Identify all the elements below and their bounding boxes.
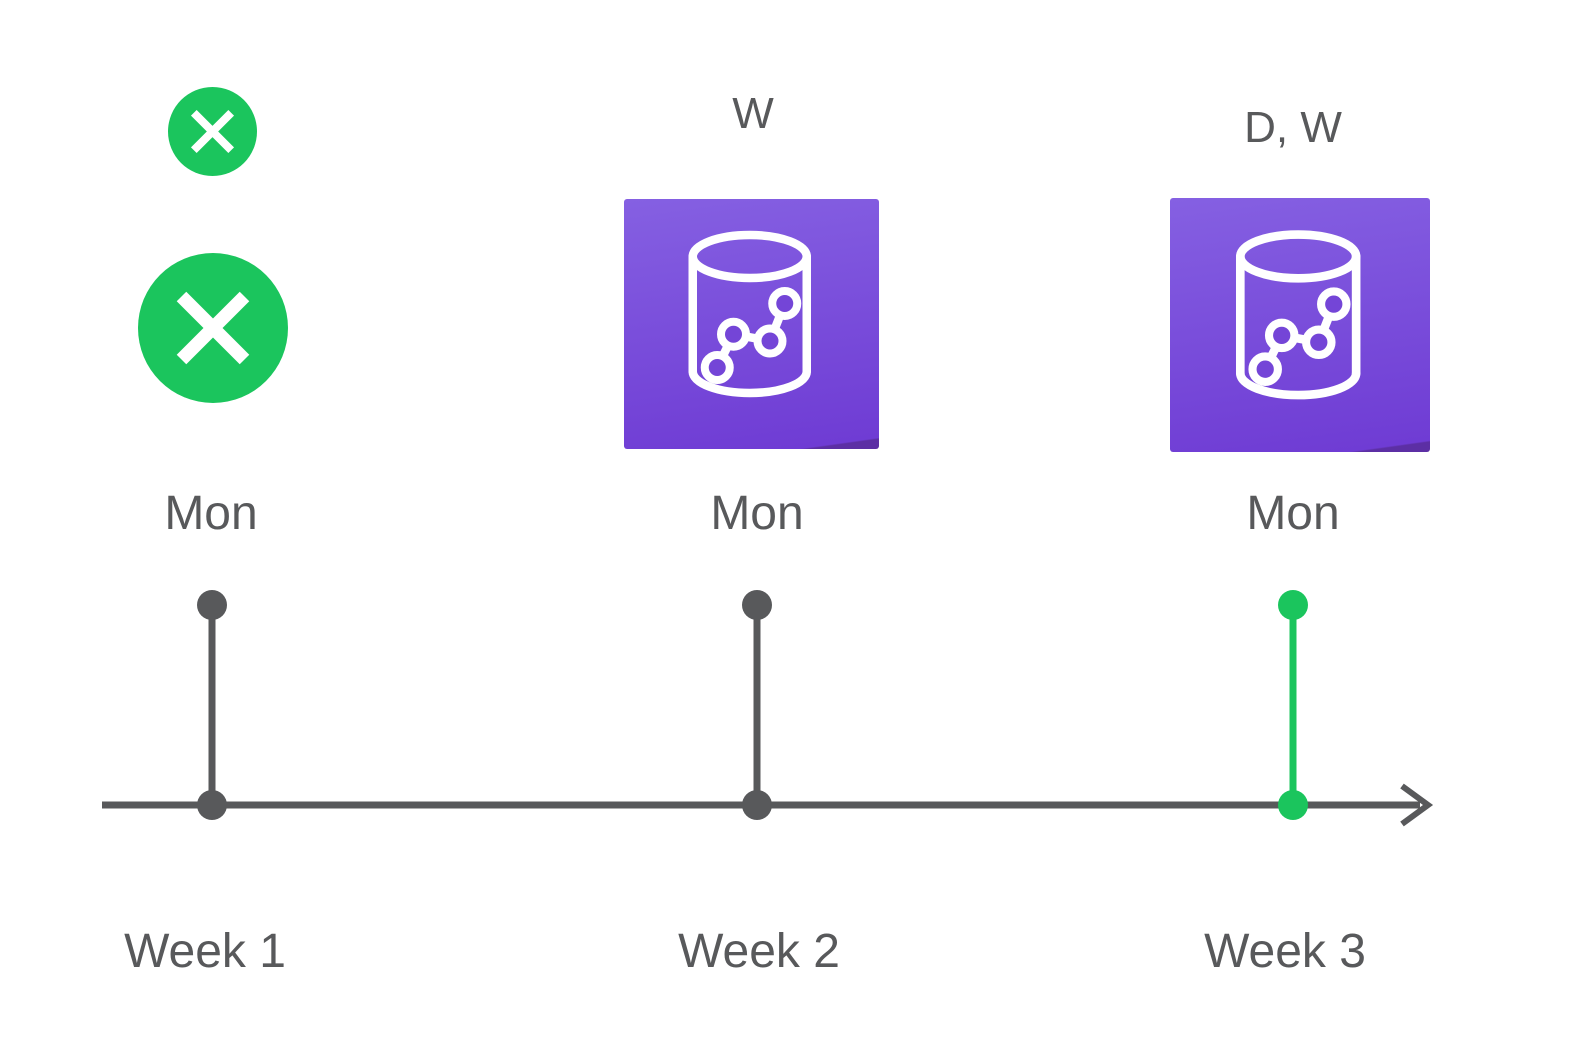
week3-marker xyxy=(1278,590,1308,820)
week2-marker xyxy=(742,590,772,820)
week1-day-label: Mon xyxy=(164,487,258,540)
database-chart-icon xyxy=(1170,198,1430,452)
x-mark-icon xyxy=(190,109,235,154)
week3-day-label: Mon xyxy=(1246,487,1340,540)
database-chart-icon xyxy=(624,199,879,449)
week3-annotation: D, W xyxy=(1244,103,1342,152)
week1-label: Week 1 xyxy=(124,925,286,978)
x-mark-icon xyxy=(176,291,250,365)
week2-label: Week 2 xyxy=(678,925,840,978)
week2-annotation: W xyxy=(732,89,774,138)
x-circle-icon xyxy=(138,253,288,403)
week3-label: Week 3 xyxy=(1204,925,1366,978)
arrow-right-icon xyxy=(1400,783,1434,827)
database-chart-glyph xyxy=(1235,230,1361,400)
database-chart-glyph xyxy=(688,230,811,398)
x-circle-icon xyxy=(168,87,257,176)
week1-marker xyxy=(197,590,227,820)
week2-day-label: Mon xyxy=(710,487,804,540)
